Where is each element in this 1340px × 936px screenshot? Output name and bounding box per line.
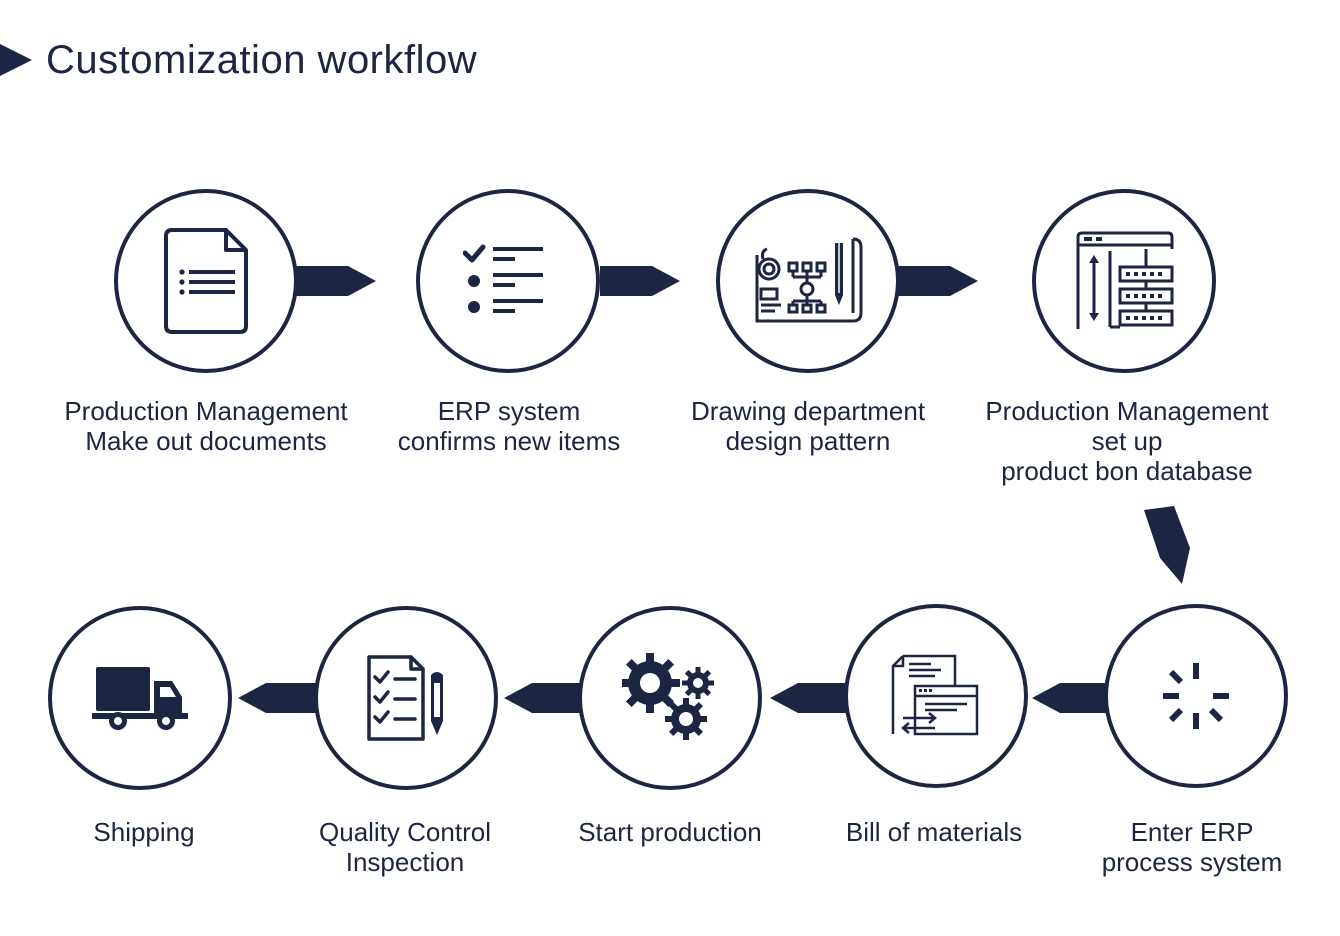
step-circle <box>1104 604 1288 788</box>
step-label: Start production <box>578 817 762 847</box>
step-circle <box>1032 189 1216 373</box>
document-icon <box>164 228 248 334</box>
connector-arrow-4 <box>1140 504 1196 586</box>
clipboard-pencil-icon <box>367 655 443 741</box>
database-icon <box>1076 231 1174 329</box>
gears-icon <box>622 653 714 740</box>
bill-documents-icon <box>891 654 979 736</box>
step-label: Production Management set up product bon… <box>985 396 1269 486</box>
connector-arrow-6 <box>768 681 850 715</box>
step-label: Bill of materials <box>845 817 1023 847</box>
blueprint-icon <box>755 237 863 323</box>
connector-arrow-7 <box>502 681 584 715</box>
step-label: Quality Control Inspection <box>319 817 491 877</box>
step-label: Enter ERP process system <box>1101 817 1283 877</box>
page-title: Customization workflow <box>46 38 478 82</box>
step-circle <box>844 604 1028 788</box>
connector-arrow-5 <box>1030 681 1112 715</box>
step-circle <box>578 606 762 790</box>
step-circle <box>114 189 298 373</box>
connector-arrow-8 <box>236 681 318 715</box>
checklist-icon <box>463 244 543 313</box>
truck-icon <box>92 667 188 730</box>
connector-arrow-3 <box>898 264 980 298</box>
step-circle <box>48 606 232 790</box>
step-circle <box>416 189 600 373</box>
loading-icon <box>1163 663 1229 729</box>
connector-arrow-1 <box>296 264 378 298</box>
step-label: Production Management Make out documents <box>64 396 348 456</box>
step-label: Shipping <box>93 817 195 847</box>
step-circle <box>314 606 498 790</box>
title-arrow-icon <box>0 44 32 76</box>
connector-arrow-2 <box>600 264 682 298</box>
step-label: ERP system confirms new items <box>397 396 621 456</box>
step-circle <box>716 189 900 373</box>
step-label: Drawing department design pattern <box>690 396 926 456</box>
